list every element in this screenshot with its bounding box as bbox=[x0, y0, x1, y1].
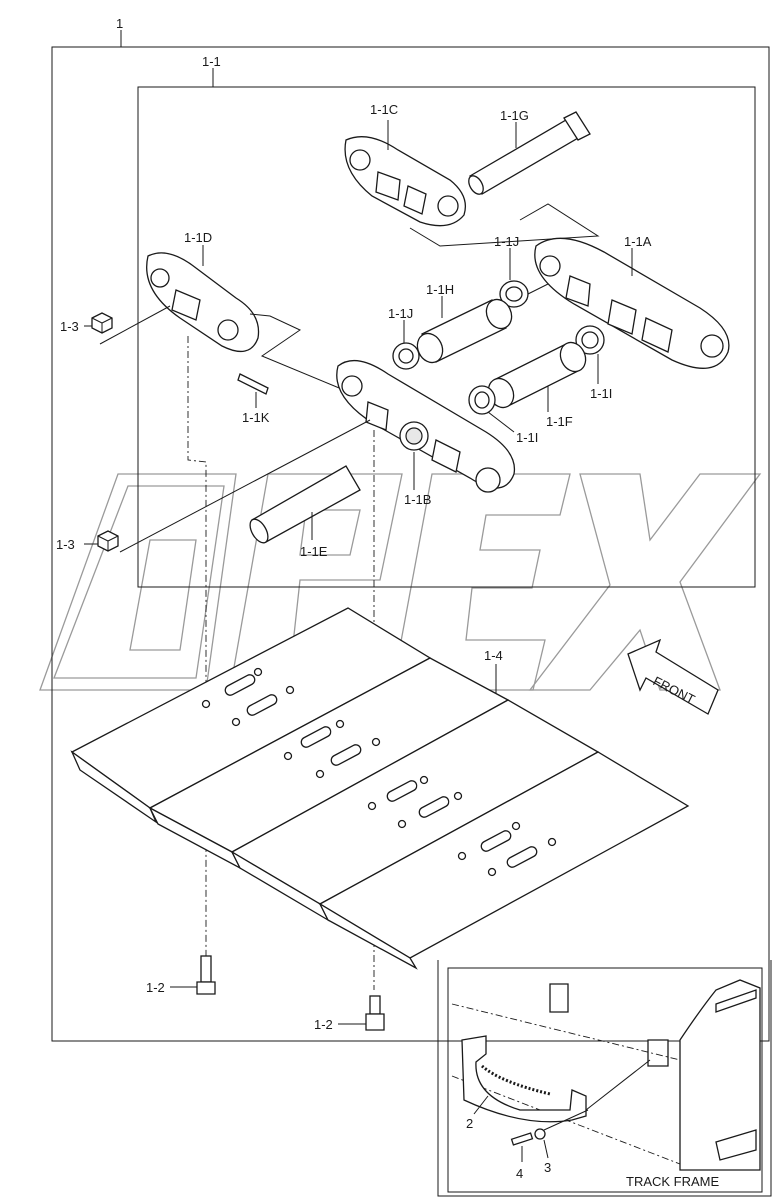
track-link-1-1d bbox=[146, 245, 260, 353]
shoe-slots bbox=[224, 674, 538, 868]
label-shoe-1-4: 1-4 bbox=[484, 648, 503, 663]
link-1-1d-leader bbox=[249, 313, 345, 391]
front-arrow: FRONT bbox=[627, 638, 719, 715]
label-assembly: 1 bbox=[116, 16, 123, 31]
bushing-1-1h bbox=[416, 296, 513, 364]
label-spacer-1-1k: 1-1K bbox=[242, 410, 270, 425]
seal-1-1i-right bbox=[575, 325, 605, 384]
track-link-1-1c bbox=[344, 136, 467, 227]
label-link-1-1d: 1-1D bbox=[184, 230, 212, 245]
spacer-1-1k bbox=[237, 373, 269, 408]
label-nut-1-3-upper: 1-3 bbox=[60, 319, 79, 334]
label-link-assy: 1-1 bbox=[202, 54, 221, 69]
label-seal-1-1j-lower: 1-1J bbox=[388, 306, 413, 321]
shoe-bolt-holes bbox=[201, 667, 557, 877]
nut-1-3-upper bbox=[84, 305, 171, 345]
track-frame-detail bbox=[437, 960, 772, 1197]
label-pin-1-1e: 1-1E bbox=[300, 544, 328, 559]
track-pin-1-1e bbox=[249, 465, 361, 544]
nut-1-3-lower bbox=[84, 419, 371, 553]
track-link-1-1b bbox=[336, 359, 516, 493]
track-link-1-1a bbox=[534, 237, 730, 369]
label-bolt-1-2-right: 1-2 bbox=[314, 1017, 333, 1032]
seal-1-1j-upper bbox=[499, 248, 549, 308]
label-bushing-1-1h: 1-1H bbox=[426, 282, 454, 297]
bushing-1-1f bbox=[487, 341, 587, 412]
label-bolt-4: 4 bbox=[516, 1166, 523, 1181]
label-track-frame: TRACK FRAME bbox=[626, 1174, 720, 1189]
track-pin-1-1g bbox=[468, 111, 591, 195]
watermark-logo bbox=[39, 473, 762, 691]
bolt-1-2-left bbox=[170, 955, 216, 995]
track-shoe-1-4 bbox=[70, 607, 690, 970]
bolt-1-2-right bbox=[338, 995, 385, 1031]
label-bushing-1-1f: 1-1F bbox=[546, 414, 573, 429]
label-seal-1-1i-right: 1-1I bbox=[590, 386, 612, 401]
label-link-1-1a: 1-1A bbox=[624, 234, 652, 249]
label-guard-2: 2 bbox=[466, 1116, 473, 1131]
label-seal-1-1j-upper: 1-1J bbox=[494, 234, 519, 249]
guard-washer bbox=[534, 1109, 589, 1159]
assembly-frames bbox=[51, 30, 770, 1042]
label-link-1-1c: 1-1C bbox=[370, 102, 398, 117]
seal-1-1j-lower bbox=[392, 320, 420, 370]
label-bolt-1-2-left: 1-2 bbox=[146, 980, 165, 995]
label-link-1-1b: 1-1B bbox=[404, 492, 431, 507]
label-seal-1-1i-middle: 1-1I bbox=[516, 430, 538, 445]
label-washer-3: 3 bbox=[544, 1160, 551, 1175]
guard-bolt bbox=[510, 1132, 534, 1162]
label-pin-1-1g: 1-1G bbox=[500, 108, 529, 123]
pin-1-1g-leader bbox=[387, 120, 600, 247]
label-nut-1-3-lower: 1-3 bbox=[56, 537, 75, 552]
seal-1-1i-middle bbox=[468, 385, 515, 433]
